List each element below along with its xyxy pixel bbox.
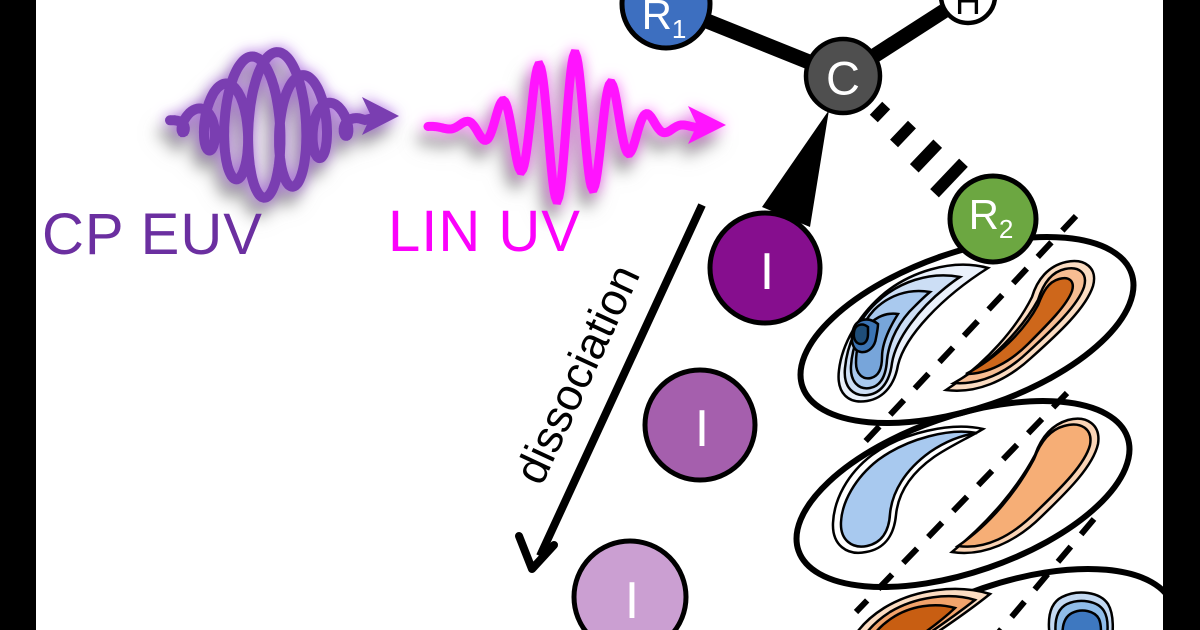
lin-uv-arrowhead-icon xyxy=(688,106,726,144)
blue-fill-inner xyxy=(839,430,978,548)
iodine-2-label: I xyxy=(694,400,710,458)
pecd-map-1-blue-lobe xyxy=(837,263,992,403)
cp-euv-wave xyxy=(165,47,383,203)
lin-uv-wave xyxy=(423,49,717,205)
atom-h-label: H xyxy=(955,0,981,22)
iodine-3-label: I xyxy=(624,572,640,630)
cp-euv-pulse xyxy=(165,47,399,203)
orange-fill-inner xyxy=(954,423,1092,548)
dissociation-arrow xyxy=(515,203,706,573)
iodine-atom-1 xyxy=(707,210,823,326)
left-letterbox-bar xyxy=(0,0,36,630)
blue3-contour-l2 xyxy=(1061,609,1103,630)
lin-uv-pulse xyxy=(423,49,726,205)
atom-r1 xyxy=(619,0,713,51)
pecd-map-2-outline xyxy=(793,398,1133,590)
atom-h xyxy=(939,0,997,26)
pecd-map-2-node-line xyxy=(853,390,1070,615)
pecd-map-2-orange-lobe xyxy=(949,417,1100,555)
pecd-map-2-blue-lobe xyxy=(831,425,987,555)
blue-contour-l5 xyxy=(852,323,870,346)
bond-c-h xyxy=(869,4,949,63)
atom-c xyxy=(803,36,883,116)
atom-r1-label: R1 xyxy=(641,0,687,45)
atom-r2-label: R2 xyxy=(968,190,1014,245)
iodine-fragments xyxy=(571,210,823,630)
pecd-map-1-orange-lobe xyxy=(942,259,1096,392)
bond-c-r1 xyxy=(704,14,812,69)
pecd-map-1-node-line xyxy=(858,213,1079,449)
pecd-map-3-orange-lobe xyxy=(857,587,993,630)
orange3-contour-l2 xyxy=(876,604,958,630)
right-letterbox-bar xyxy=(1163,0,1200,630)
iodine-atom-3 xyxy=(571,538,689,630)
orange-contour-l2 xyxy=(965,276,1074,376)
bond-wedge-c-i xyxy=(762,110,829,227)
pecd-map-3-node-line xyxy=(996,517,1097,630)
cp-euv-label: CP EUV xyxy=(42,202,263,267)
cp-euv-arrowhead-icon xyxy=(362,97,399,135)
iodine-1-label: I xyxy=(759,243,775,301)
atom-r2 xyxy=(947,173,1039,265)
atom-c-label: C xyxy=(826,51,860,105)
pecd-maps xyxy=(793,213,1178,630)
lin-uv-label: LIN UV xyxy=(388,199,581,264)
bond-hash-c-r2 xyxy=(869,101,968,198)
pecd-map-3-blue-lobe xyxy=(1047,591,1114,630)
molecule xyxy=(619,0,1039,265)
iodine-atom-2 xyxy=(642,367,758,483)
